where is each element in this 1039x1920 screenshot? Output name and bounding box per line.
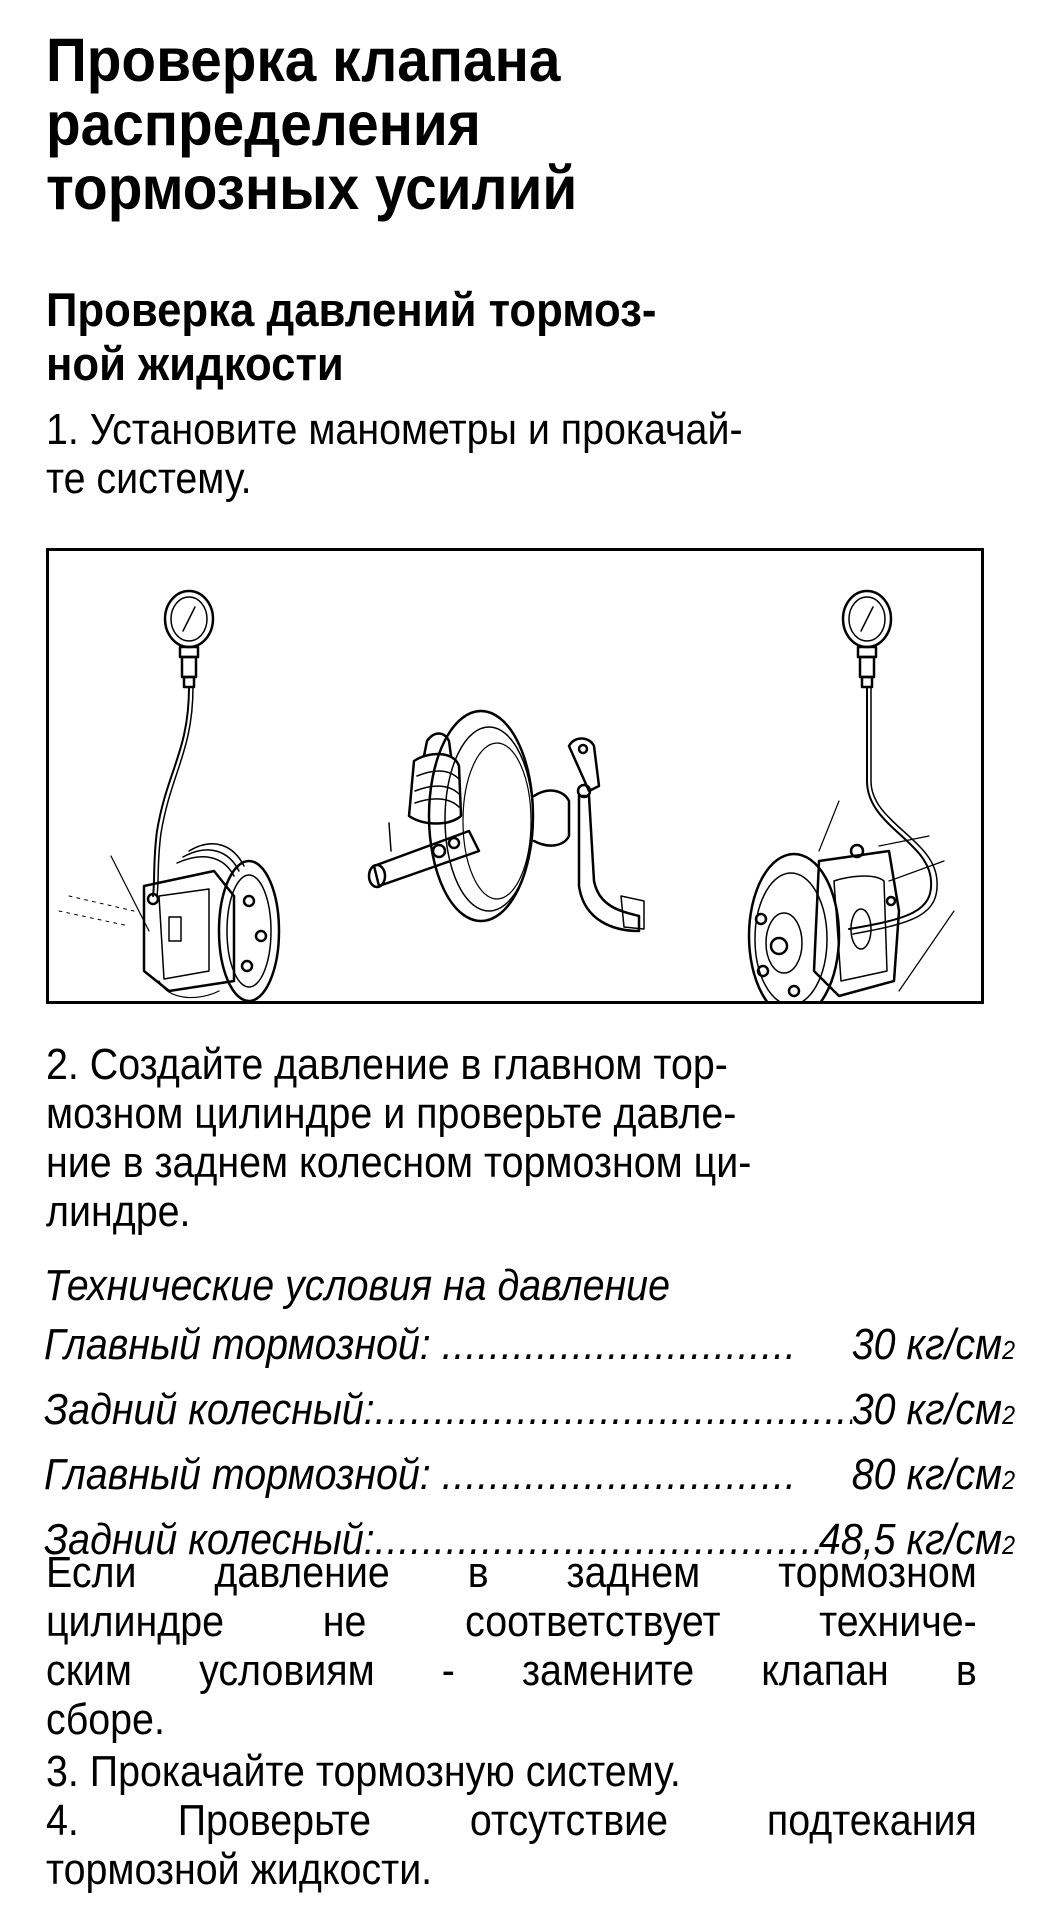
brake-pedal-icon	[567, 737, 645, 933]
step-1-paragraph: 1. Установите манометры и прокачай- те с…	[46, 405, 977, 503]
brake-system-illustration	[46, 548, 984, 1004]
spec-exponent: 2	[1002, 1400, 1016, 1430]
word: в	[467, 1548, 489, 1597]
word: Проверьте	[177, 1796, 372, 1845]
left-brake-caliper-icon	[58, 843, 281, 1001]
spec-value: 48,5 кг/см	[818, 1515, 1003, 1564]
spec-exponent: 2	[1002, 1335, 1016, 1365]
right-pressure-gauge-icon	[841, 589, 938, 935]
word: подтекания	[766, 1796, 977, 1845]
page-title: Проверка клапана распределения тормозных…	[46, 28, 883, 220]
word: в	[955, 1646, 977, 1695]
title-line: Проверка клапана	[46, 26, 561, 94]
heading-line: ной жидкости	[46, 337, 344, 390]
master-cylinder-booster-icon	[367, 709, 571, 923]
spec-value: 30 кг/см	[851, 1320, 1003, 1369]
spec-row-rear-wheel-1: Задний колесный: .......................…	[44, 1380, 1015, 1445]
text-line: 3. Прокачайте тормозную систему.	[46, 1747, 681, 1796]
leader-dots: ..............................	[441, 1450, 797, 1499]
word: -	[441, 1646, 455, 1695]
text-line: 1. Установите манометры и прокачай-	[46, 405, 743, 454]
word: цилиндре	[46, 1597, 225, 1646]
step-3-paragraph: 3. Прокачайте тормозную систему.	[46, 1747, 977, 1796]
word: замените	[521, 1646, 695, 1695]
spec-value: 30 кг/см	[851, 1385, 1003, 1434]
section-heading: Проверка давлений тормоз- ной жидкости	[46, 283, 939, 391]
right-brake-caliper-icon	[747, 800, 955, 1001]
word: 4.	[46, 1796, 79, 1845]
leader-dots: ..............................	[441, 1320, 797, 1369]
text-line: мозном цилиндре и проверьте давле-	[46, 1089, 737, 1138]
word: соответствует	[465, 1597, 721, 1646]
spec-value: 80 кг/см	[851, 1450, 1003, 1499]
leader-dots: ........................................…	[374, 1515, 819, 1564]
word: условиям	[199, 1646, 375, 1695]
word: не	[322, 1597, 367, 1646]
word: клапан	[761, 1646, 889, 1695]
replacement-note: Если давление в заднем тормозном цилиндр…	[46, 1548, 977, 1744]
spec-label: Задний колесный:	[44, 1515, 375, 1564]
word: техниче-	[819, 1597, 977, 1646]
step-2-paragraph: 2. Создайте давление в главном тор- мозн…	[46, 1040, 977, 1236]
spec-row-master-cylinder-2: Главный тормозной: .....................…	[44, 1445, 1015, 1510]
pressure-specifications: Технические условия на давление Главный …	[44, 1256, 1015, 1575]
text-line: линдре.	[46, 1187, 191, 1236]
spec-exponent: 2	[1002, 1465, 1016, 1495]
left-pressure-gauge-icon	[152, 589, 215, 897]
specifications-heading: Технические условия на давление	[44, 1261, 670, 1310]
text-line: 2. Создайте давление в главном тор-	[46, 1040, 728, 1089]
text-line: ние в заднем колесном тормозном ци-	[46, 1138, 752, 1187]
word: ским	[46, 1646, 132, 1695]
word: Если	[46, 1548, 137, 1597]
word: заднем	[566, 1548, 701, 1597]
word: тормозном	[778, 1548, 977, 1597]
spec-label: Главный тормозной:	[44, 1450, 442, 1499]
text-line: сборе.	[46, 1695, 165, 1744]
text-line: Если давление в заднем тормозном	[46, 1548, 977, 1597]
step-4-paragraph: 4. Проверьте отсутствие подтекания тормо…	[46, 1796, 977, 1894]
spec-label: Главный тормозной:	[44, 1320, 442, 1369]
word: давление	[214, 1548, 390, 1597]
heading-line: Проверка давлений тормоз-	[46, 283, 657, 336]
spec-row-rear-wheel-2: Задний колесный: .......................…	[44, 1510, 1015, 1575]
text-line: ским условиям - замените клапан в	[46, 1646, 977, 1695]
spec-label: Задний колесный:	[44, 1385, 375, 1434]
text-line: тормозной жидкости.	[46, 1845, 433, 1894]
leader-dots: ........................................…	[374, 1385, 852, 1434]
title-line: распределения	[46, 90, 481, 158]
text-line: цилиндре не соответствует техниче-	[46, 1597, 977, 1646]
text-line: те систему.	[46, 454, 252, 503]
spec-row-master-cylinder-1: Главный тормозной: .....................…	[44, 1315, 1015, 1380]
spec-exponent: 2	[1002, 1530, 1016, 1560]
title-line: тормозных усилий	[46, 154, 578, 222]
word: отсутствие	[469, 1796, 669, 1845]
text-line: 4. Проверьте отсутствие подтекания	[46, 1796, 977, 1845]
